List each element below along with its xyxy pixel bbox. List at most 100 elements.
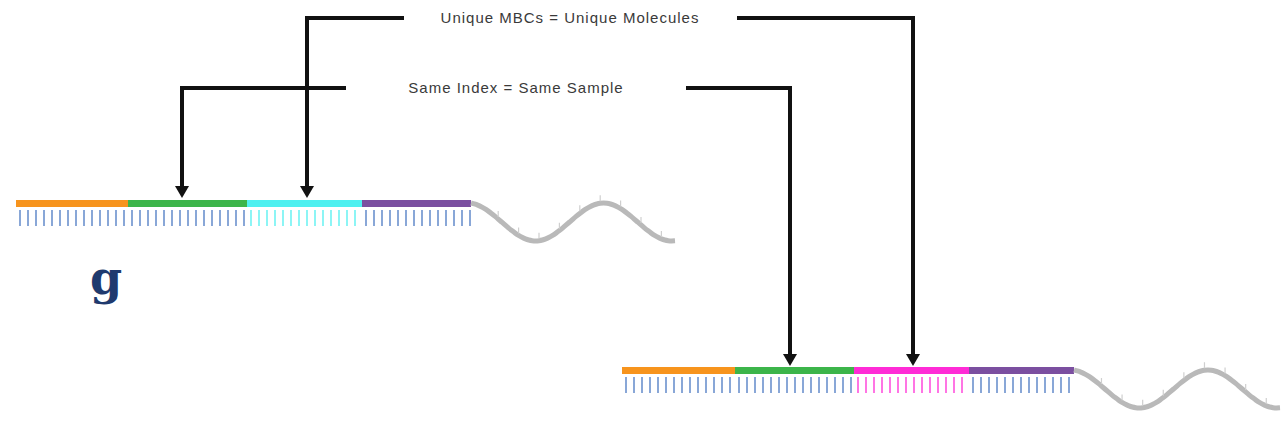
base-tick	[818, 377, 819, 393]
arrowhead	[175, 186, 189, 198]
base-tick	[996, 377, 997, 393]
strand-tick	[518, 227, 519, 233]
base-tick	[59, 210, 60, 226]
base-tick	[107, 210, 108, 226]
molecules	[16, 195, 1280, 408]
base-tick	[953, 377, 954, 393]
base-tick	[633, 377, 634, 393]
base-tick	[873, 377, 874, 393]
base-tick	[762, 377, 763, 393]
base-tick	[850, 377, 851, 393]
strand-tick	[1224, 368, 1225, 374]
base-tick	[945, 377, 946, 393]
strand-tick	[1183, 372, 1184, 378]
adapter-segment	[16, 200, 128, 207]
base-tick	[187, 210, 188, 226]
base-tick	[961, 377, 962, 393]
base-tick	[123, 210, 124, 226]
base-tick	[421, 210, 422, 226]
cropped-heading: g	[90, 253, 122, 303]
base-tick	[437, 210, 438, 226]
adapter-segment	[622, 367, 735, 374]
base-tick	[980, 377, 981, 393]
base-tick	[770, 377, 771, 393]
adapter-segment	[247, 200, 362, 207]
base-tick	[1036, 377, 1037, 393]
strand-tick	[1204, 362, 1205, 368]
base-tick	[834, 377, 835, 393]
base-tick	[67, 210, 68, 226]
base-tick	[346, 210, 347, 226]
strand-tick	[1266, 398, 1267, 404]
strand-tick	[579, 205, 580, 211]
base-tick	[27, 210, 28, 226]
base-tick	[155, 210, 156, 226]
base-tick	[354, 210, 355, 226]
base-tick	[445, 210, 446, 226]
strand-tick	[1163, 390, 1164, 396]
arrowhead	[906, 354, 920, 366]
base-tick	[657, 377, 658, 393]
base-tick	[929, 377, 930, 393]
callout-label: Unique MBCs = Unique Molecules	[437, 9, 704, 27]
base-tick	[1060, 377, 1061, 393]
strand-tick	[640, 217, 641, 223]
base-tick	[921, 377, 922, 393]
base-tick	[314, 210, 315, 226]
base-tick	[75, 210, 76, 226]
base-tick	[865, 377, 866, 393]
strand-tick	[1245, 384, 1246, 390]
base-tick	[1012, 377, 1013, 393]
base-tick	[322, 210, 323, 226]
base-tick	[306, 210, 307, 226]
base-tick	[258, 210, 259, 226]
base-tick	[131, 210, 132, 226]
dna-strand	[471, 203, 675, 241]
base-tick	[413, 210, 414, 226]
base-tick	[365, 210, 366, 226]
base-tick	[147, 210, 148, 226]
strand-tick	[538, 233, 539, 239]
base-tick	[139, 210, 140, 226]
dna-molecule	[16, 195, 675, 241]
base-tick	[681, 377, 682, 393]
base-tick	[250, 210, 251, 226]
base-tick	[673, 377, 674, 393]
base-tick	[794, 377, 795, 393]
base-tick	[988, 377, 989, 393]
base-tick	[389, 210, 390, 226]
base-tick	[274, 210, 275, 226]
arrowhead	[300, 186, 314, 198]
base-tick	[243, 210, 244, 226]
base-tick	[266, 210, 267, 226]
base-tick	[665, 377, 666, 393]
base-tick	[842, 377, 843, 393]
base-tick	[972, 377, 973, 393]
base-tick	[826, 377, 827, 393]
base-tick	[913, 377, 914, 393]
base-tick	[171, 210, 172, 226]
base-tick	[697, 377, 698, 393]
arrowhead	[783, 354, 797, 366]
base-tick	[211, 210, 212, 226]
base-tick	[729, 377, 730, 393]
base-tick	[429, 210, 430, 226]
base-tick	[1020, 377, 1021, 393]
base-tick	[115, 210, 116, 226]
base-tick	[754, 377, 755, 393]
base-tick	[290, 210, 291, 226]
base-tick	[179, 210, 180, 226]
base-tick	[203, 210, 204, 226]
adapter-segment	[969, 367, 1074, 374]
strand-tick	[620, 201, 621, 207]
base-tick	[778, 377, 779, 393]
strand-tick	[1101, 378, 1102, 384]
base-tick	[857, 377, 858, 393]
base-tick	[810, 377, 811, 393]
base-tick	[381, 210, 382, 226]
base-tick	[1004, 377, 1005, 393]
base-tick	[163, 210, 164, 226]
base-tick	[227, 210, 228, 226]
